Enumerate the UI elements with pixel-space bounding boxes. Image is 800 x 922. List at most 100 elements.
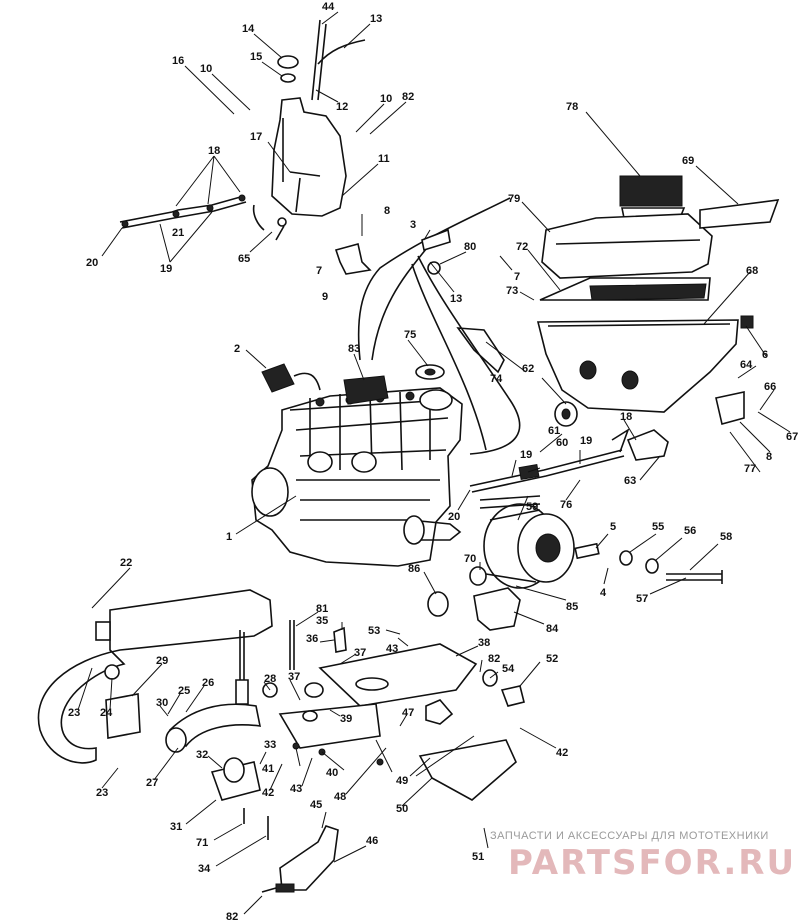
callout-43: 43	[290, 783, 302, 795]
callout-20: 20	[448, 511, 460, 523]
callout-67: 67	[786, 431, 798, 443]
callout-37: 37	[288, 671, 300, 683]
callout-44: 44	[322, 1, 335, 13]
callout-77: 77	[744, 463, 756, 475]
callout-10: 10	[200, 63, 212, 75]
watermark-caption: ЗАПЧАСТИ И АКСЕССУАРЫ ДЛЯ МОТОТЕХНИКИ	[490, 830, 769, 842]
callout-2: 2	[234, 343, 240, 355]
callout-1: 1	[226, 531, 232, 543]
leader-lines	[77, 11, 791, 915]
callout-23: 23	[96, 787, 108, 799]
callout-53: 53	[368, 625, 380, 637]
callout-41: 41	[262, 763, 274, 775]
callout-45: 45	[310, 799, 322, 811]
callout-50: 50	[396, 803, 408, 815]
callout-24: 24	[100, 707, 113, 719]
callout-55: 55	[652, 521, 664, 533]
callout-42: 42	[556, 747, 568, 759]
fuel-line-assembly	[469, 428, 669, 509]
callout-10: 10	[380, 93, 392, 105]
callout-51: 51	[472, 851, 484, 863]
callout-25: 25	[178, 685, 190, 697]
callout-58: 58	[720, 531, 732, 543]
callout-47: 47	[402, 707, 414, 719]
callout-75: 75	[404, 329, 416, 341]
callout-73: 73	[506, 285, 518, 297]
callout-13: 13	[370, 13, 382, 25]
callout-23: 23	[68, 707, 80, 719]
watermark-logo: PARTSFOR.RU	[508, 843, 797, 883]
callout-38: 38	[478, 637, 490, 649]
callout-40: 40	[326, 767, 338, 779]
callout-69: 69	[682, 155, 694, 167]
callout-18: 18	[620, 411, 632, 423]
callout-20: 20	[86, 257, 98, 269]
callout-86: 86	[408, 563, 420, 575]
drive-clutch	[483, 503, 723, 589]
callout-82: 82	[402, 91, 414, 103]
callout-39: 39	[340, 713, 352, 725]
callout-27: 27	[146, 777, 158, 789]
callout-35: 35	[316, 615, 328, 627]
callout-82: 82	[488, 653, 500, 665]
callout-54: 54	[502, 663, 515, 675]
callout-30: 30	[156, 697, 168, 709]
callout-52: 52	[546, 653, 558, 665]
callout-29: 29	[156, 655, 168, 667]
callout-49: 49	[396, 775, 408, 787]
callout-7: 7	[316, 265, 322, 277]
callout-31: 31	[170, 821, 182, 833]
callout-79: 79	[508, 193, 520, 205]
callout-62: 62	[522, 363, 534, 375]
callout-71: 71	[196, 837, 208, 849]
callout-66: 66	[764, 381, 776, 393]
callout-80: 80	[464, 241, 476, 253]
lower-bracket	[243, 808, 339, 893]
callout-19: 19	[520, 449, 532, 461]
callout-82: 82	[226, 911, 238, 922]
callout-6: 6	[762, 349, 768, 361]
callout-84: 84	[546, 623, 559, 635]
callout-4: 4	[600, 587, 607, 599]
callout-19: 19	[160, 263, 172, 275]
callout-9: 9	[322, 291, 328, 303]
callout-60: 60	[556, 437, 568, 449]
oil-hose-assembly	[119, 194, 247, 229]
engine-mounts	[427, 566, 521, 631]
callout-17: 17	[250, 131, 262, 143]
callout-61: 61	[548, 425, 560, 437]
engine-plate	[278, 620, 525, 801]
callout-59: 59	[526, 501, 538, 513]
callout-18: 18	[208, 145, 220, 157]
callout-46: 46	[366, 835, 378, 847]
tank-bracket	[334, 214, 372, 275]
callout-21: 21	[172, 227, 184, 239]
callout-74: 74	[490, 373, 503, 385]
airbox-assembly	[456, 175, 780, 427]
callout-42: 42	[262, 787, 274, 799]
callout-81: 81	[316, 603, 328, 615]
callout-32: 32	[196, 749, 208, 761]
callout-48: 48	[334, 791, 346, 803]
callout-8: 8	[766, 451, 772, 463]
callout-63: 63	[624, 475, 636, 487]
callout-11: 11	[378, 153, 390, 165]
callout-14: 14	[242, 23, 255, 35]
engine-block	[251, 363, 463, 567]
callout-26: 26	[202, 677, 214, 689]
callout-36: 36	[306, 633, 318, 645]
callout-15: 15	[250, 51, 262, 63]
callout-8: 8	[384, 205, 390, 217]
callout-76: 76	[560, 499, 572, 511]
callout-28: 28	[264, 673, 276, 685]
exhaust-silencer	[37, 589, 278, 801]
callout-37: 37	[354, 647, 366, 659]
callout-13: 13	[450, 293, 462, 305]
callout-64: 64	[740, 359, 753, 371]
oil-tank	[252, 19, 366, 241]
callout-72: 72	[516, 241, 528, 253]
callout-85: 85	[566, 601, 578, 613]
callout-34: 34	[198, 863, 211, 875]
callout-5: 5	[610, 521, 616, 533]
